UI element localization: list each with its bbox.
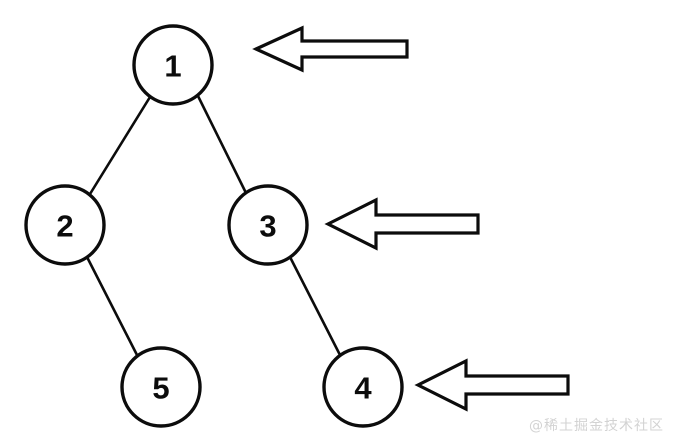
watermark-text: @稀土掘金技术社区: [529, 418, 664, 434]
node-label-3: 3: [259, 209, 276, 244]
pointer-arrow-3: [414, 358, 570, 412]
edges-group: [85, 94, 342, 357]
node-label-2: 2: [56, 209, 73, 244]
node-circle-2[interactable]: [24, 184, 106, 266]
tree-node-3[interactable]: 3: [227, 184, 309, 266]
tree-node-1[interactable]: 1: [132, 24, 214, 106]
node-label-4: 4: [354, 371, 372, 406]
tree-node-4[interactable]: 4: [322, 346, 404, 428]
nodes-group: 1 2 3 5 4: [24, 24, 404, 428]
node-label-5: 5: [152, 371, 169, 406]
tree-edge-n1-n3: [196, 94, 248, 195]
tree-edge-n2-n5: [85, 255, 139, 357]
node-circle-1[interactable]: [132, 24, 214, 106]
tree-node-5[interactable]: 5: [120, 346, 202, 428]
arrows-group: [252, 25, 570, 412]
pointer-arrow-1: [252, 25, 409, 73]
node-circle-3[interactable]: [227, 184, 309, 266]
pointer-arrow-2: [324, 197, 480, 251]
node-circle-4[interactable]: [322, 346, 404, 428]
tree-edge-n3-n4: [288, 255, 342, 357]
node-circle-5[interactable]: [120, 346, 202, 428]
tree-edge-n1-n2: [88, 95, 152, 196]
tree-node-2[interactable]: 2: [24, 184, 106, 266]
node-label-1: 1: [164, 49, 181, 84]
